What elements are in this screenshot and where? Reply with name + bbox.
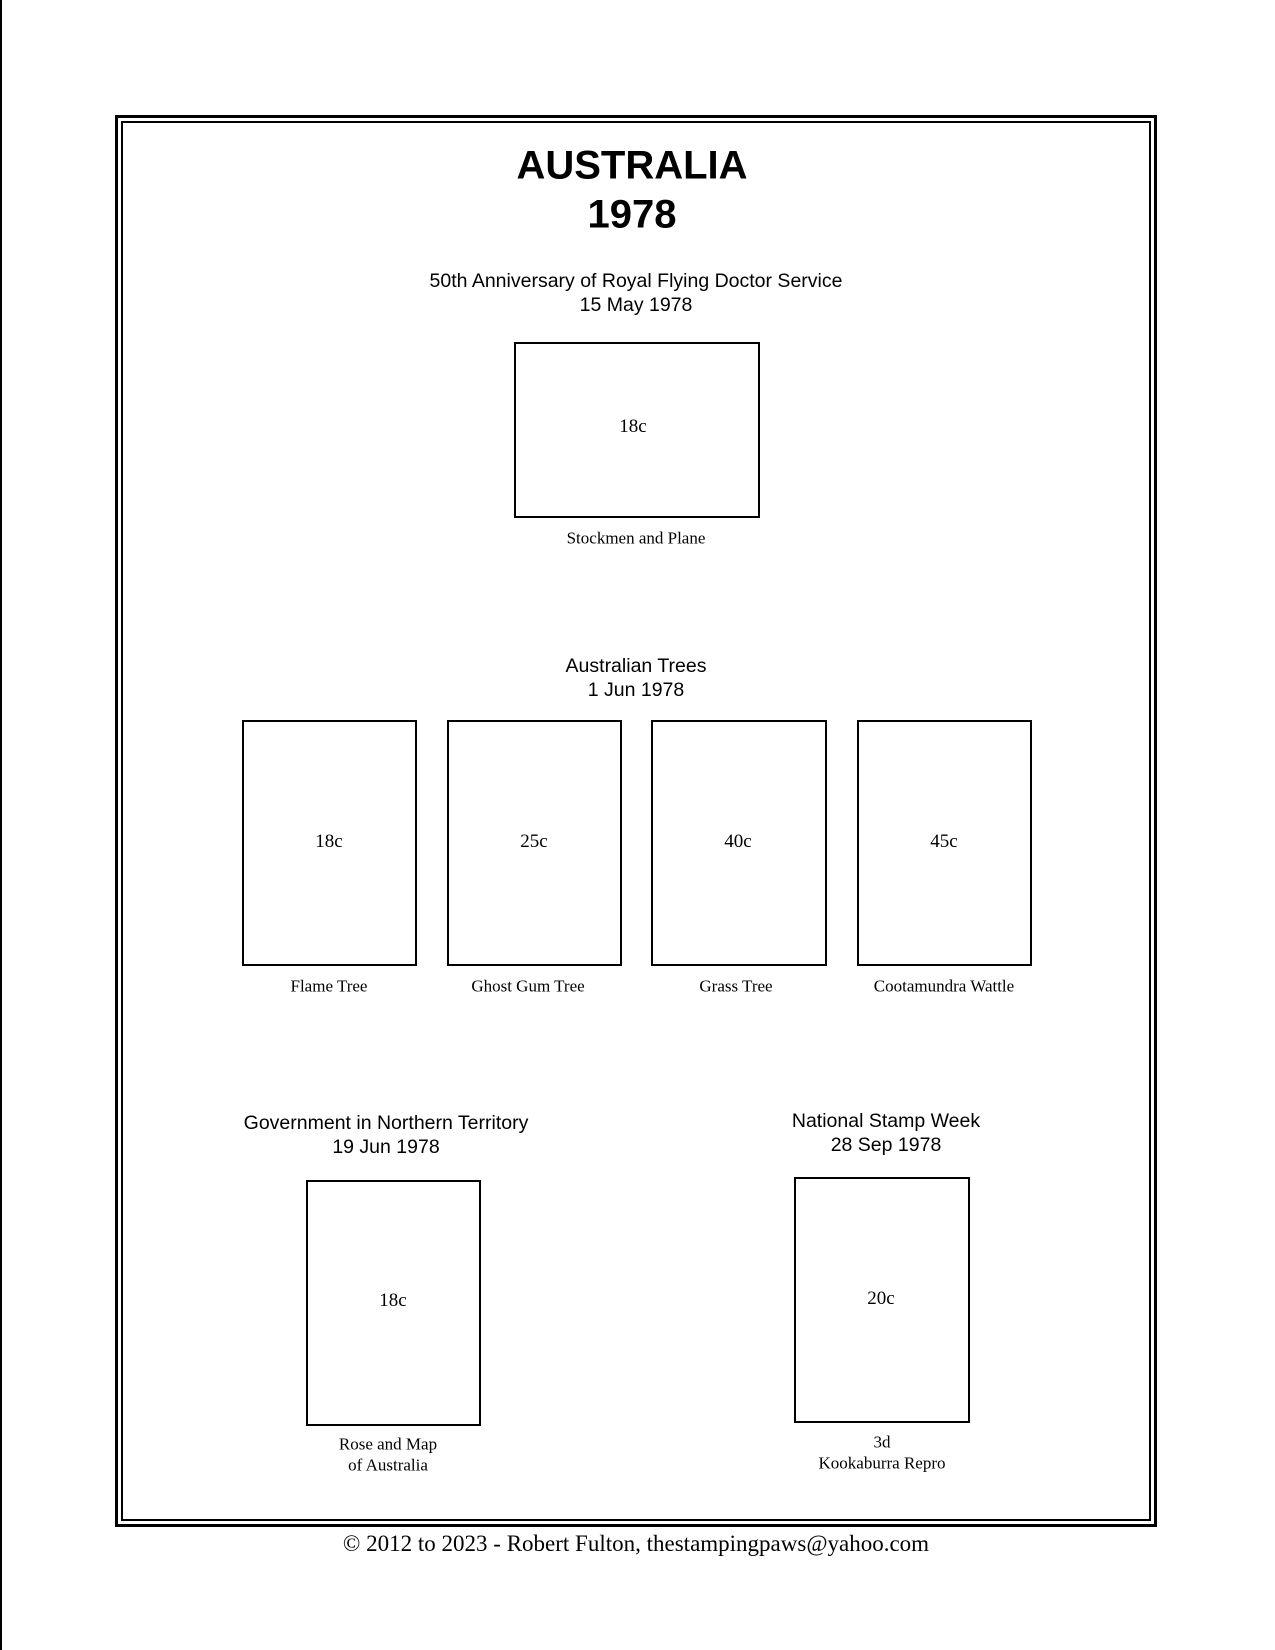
stamp-value: 18c bbox=[619, 416, 647, 437]
set-date: 19 Jun 1978 bbox=[332, 1136, 440, 1158]
page-border-outer bbox=[115, 115, 1157, 1527]
page-border-inner bbox=[121, 121, 1151, 1521]
stamp-mount bbox=[447, 720, 622, 966]
stamp-mount bbox=[857, 720, 1032, 966]
page-title-country: AUSTRALIA bbox=[516, 143, 748, 188]
set-date: 28 Sep 1978 bbox=[830, 1134, 942, 1156]
stamp-caption: Stockmen and Plane bbox=[566, 528, 706, 548]
stamp-mount bbox=[306, 1180, 481, 1426]
footer-copyright: © 2012 to 2023 - Robert Fulton, thestamp… bbox=[342, 1531, 930, 1556]
stamp-caption-line1: Rose and Map bbox=[338, 1434, 438, 1454]
stamp-value: 45c bbox=[930, 831, 958, 852]
stamp-caption-line2: Kookaburra Repro bbox=[818, 1453, 946, 1473]
set-title: Government in Northern Territory bbox=[243, 1112, 529, 1134]
set-title: Australian Trees bbox=[565, 655, 707, 677]
set-title: National Stamp Week bbox=[791, 1110, 981, 1132]
stamp-caption: Cootamundra Wattle bbox=[873, 976, 1015, 996]
set-date: 15 May 1978 bbox=[579, 294, 693, 316]
stamp-mount bbox=[514, 342, 760, 518]
page-title-year: 1978 bbox=[587, 192, 677, 237]
stamp-caption: Ghost Gum Tree bbox=[471, 976, 585, 996]
page-edge-line bbox=[0, 0, 2, 1650]
stamp-value: 25c bbox=[520, 831, 548, 852]
stamp-mount bbox=[794, 1177, 970, 1423]
stamp-caption: Flame Tree bbox=[290, 976, 368, 996]
stamp-caption: Grass Tree bbox=[699, 976, 773, 996]
set-title: 50th Anniversary of Royal Flying Doctor … bbox=[429, 270, 843, 292]
set-date: 1 Jun 1978 bbox=[587, 679, 685, 701]
stamp-mount bbox=[242, 720, 417, 966]
stamp-value: 40c bbox=[724, 831, 752, 852]
stamp-value: 18c bbox=[315, 831, 343, 852]
stamp-value: 20c bbox=[867, 1288, 895, 1309]
stamp-caption-line1: 3d bbox=[873, 1432, 891, 1452]
stamp-value: 18c bbox=[379, 1290, 407, 1311]
stamp-mount bbox=[651, 720, 827, 966]
stamp-caption-line2: of Australia bbox=[348, 1455, 428, 1475]
